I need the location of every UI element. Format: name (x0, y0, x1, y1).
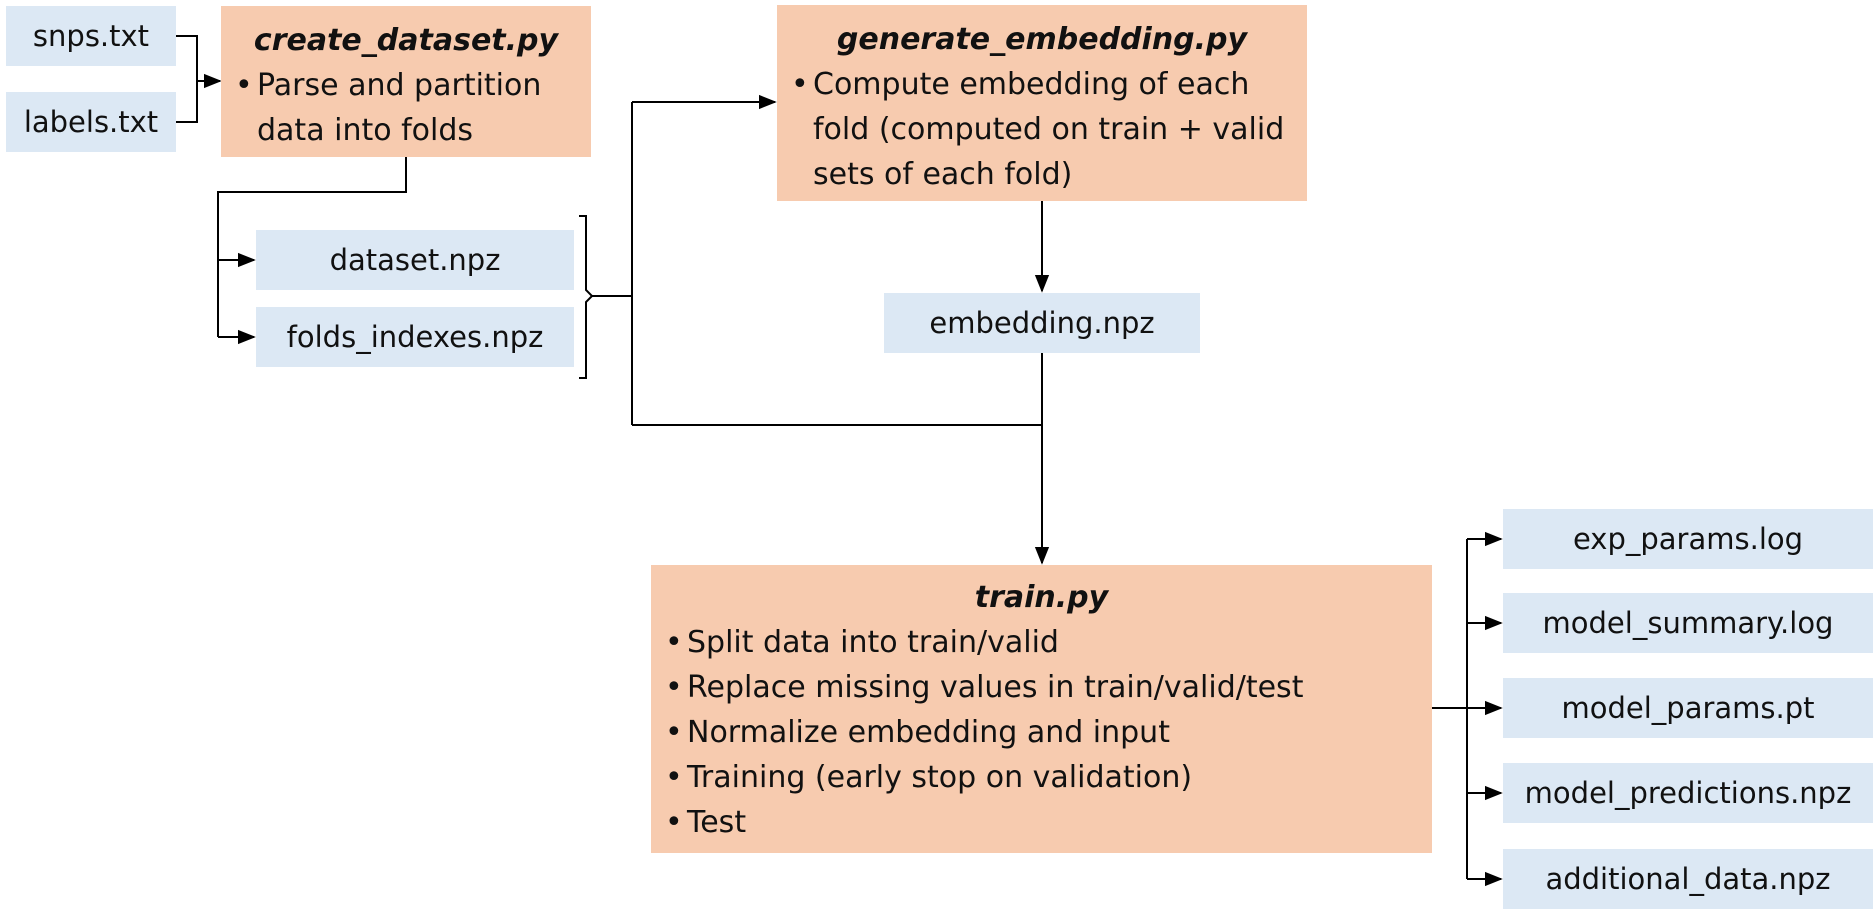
bullet-item: Replace missing values in train/valid/te… (651, 665, 1432, 710)
script-title: create_dataset.py (253, 23, 559, 58)
script-create-dataset: create_dataset.py Parse and partition da… (221, 6, 591, 157)
file-exp-params-log: exp_params.log (1503, 509, 1873, 569)
file-additional-data-npz: additional_data.npz (1503, 849, 1873, 909)
file-snps-txt: snps.txt (6, 6, 176, 66)
dataset-files-brace (579, 215, 594, 379)
bullet-item: Compute embedding of each fold (computed… (777, 62, 1307, 197)
script-title: train.py (974, 580, 1109, 615)
file-folds-indexes-npz: folds_indexes.npz (256, 307, 574, 367)
bullet-list: Parse and partition data into folds (221, 63, 591, 153)
bullet-list: Compute embedding of each fold (computed… (777, 62, 1307, 197)
bullet-item: Normalize embedding and input (651, 710, 1432, 755)
file-dataset-npz: dataset.npz (256, 230, 574, 290)
file-labels-txt: labels.txt (6, 92, 176, 152)
connector-labels-to-create (176, 81, 198, 123)
connector-snps-to-create (176, 35, 198, 81)
script-generate-embedding: generate_embedding.py Compute embedding … (777, 5, 1307, 201)
script-train: train.py Split data into train/valid Rep… (651, 565, 1432, 853)
bullet-list: Split data into train/valid Replace miss… (651, 620, 1432, 845)
bullet-item: Training (early stop on validation) (651, 755, 1432, 800)
script-title: generate_embedding.py (836, 22, 1248, 57)
file-model-predictions-npz: model_predictions.npz (1503, 763, 1873, 823)
file-embedding-npz: embedding.npz (884, 293, 1200, 353)
bullet-item: Parse and partition data into folds (221, 63, 591, 153)
connector-create-down (217, 157, 407, 337)
bullet-item: Test (651, 800, 1432, 845)
file-model-params-pt: model_params.pt (1503, 678, 1873, 738)
bullet-item: Split data into train/valid (651, 620, 1432, 665)
file-model-summary-log: model_summary.log (1503, 593, 1873, 653)
